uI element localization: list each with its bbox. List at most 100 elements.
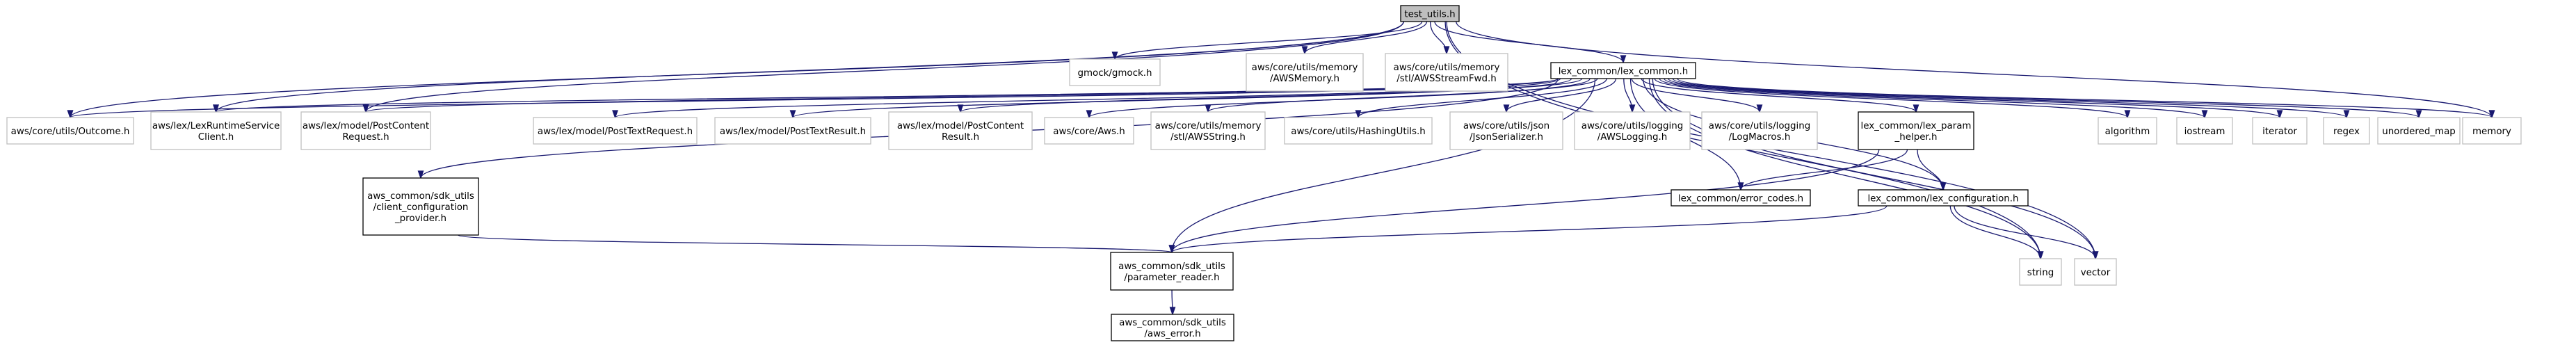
node-memory[interactable]: memory	[2462, 117, 2522, 145]
arrow-head	[1620, 55, 1627, 64]
arrow-head	[2092, 251, 2099, 260]
node-box	[1858, 111, 1974, 150]
arrow-head	[213, 104, 219, 113]
node-label: aws/lex/model/PostTextResult.h	[720, 127, 866, 137]
node-label: /client_configuration	[373, 202, 469, 213]
node-awsmemory[interactable]: aws/core/utils/memory/AWSMemory.h	[1246, 53, 1364, 92]
node-awslogging[interactable]: aws/core/utils/logging/AWSLogging.h	[1574, 111, 1691, 150]
nodes-layer: test_utils.h gmock/gmock.h aws/core/utils/…	[6, 5, 2522, 341]
node-label: Result.h	[942, 132, 979, 143]
arrow-head	[1169, 307, 1176, 316]
edge-lex-common-to-param-reader	[1171, 78, 1596, 253]
node-label: aws/core/utils/memory	[1155, 121, 1262, 131]
node-box	[2462, 117, 2522, 145]
node-lex-config[interactable]: lex_common/lex_configuration.h	[1858, 189, 2029, 207]
node-string[interactable]: string	[2019, 258, 2062, 286]
arrow-head	[2201, 110, 2208, 119]
node-label: lex_common/lex_param	[1861, 121, 1972, 131]
node-label: aws/lex/LexRuntimeService	[152, 121, 280, 131]
node-posttextreq[interactable]: aws/lex/model/PostTextRequest.h	[533, 117, 698, 145]
arrow-head	[1629, 104, 1636, 113]
node-outcome[interactable]: aws/core/utils/Outcome.h	[6, 117, 134, 145]
node-label: _helper.h	[1894, 132, 1938, 143]
node-box	[1069, 58, 1161, 86]
node-logmacros[interactable]: aws/core/utils/logging/LogMacros.h	[1701, 111, 1818, 150]
node-label: /AWSMemory.h	[1270, 74, 1339, 84]
arrow-head	[362, 104, 369, 113]
node-param-helper[interactable]: lex_common/lex_param_helper.h	[1858, 111, 1974, 150]
edge-test-utils-to-lexruntime	[215, 21, 1404, 113]
node-label: regex	[2333, 127, 2360, 137]
node-param-reader[interactable]: aws_common/sdk_utils/parameter_reader.h	[1110, 252, 1234, 291]
edge-lex-config-to-vector	[1954, 205, 2096, 259]
arrow-head	[1503, 104, 1510, 113]
node-unordered-map[interactable]: unordered_map	[2377, 117, 2461, 145]
node-client-config[interactable]: aws_common/sdk_utils/client_configuratio…	[362, 177, 479, 236]
node-streamfwd[interactable]: aws/core/utils/memory/stl/AWSStreamFwd.h	[1385, 53, 1508, 92]
edge-param-helper-to-param-reader	[1171, 149, 1880, 253]
node-box	[1111, 314, 1234, 341]
node-label: vector	[2081, 268, 2111, 278]
arrow-head	[1205, 104, 1211, 113]
node-regex[interactable]: regex	[2323, 117, 2370, 145]
node-awsh[interactable]: aws/core/Aws.h	[1044, 117, 1134, 145]
node-label: gmock/gmock.h	[1078, 68, 1152, 79]
edge-lex-common-to-iostream	[1659, 78, 2205, 118]
edge-param-helper-to-lex-config	[1917, 149, 1944, 191]
node-hashing[interactable]: aws/core/utils/HashingUtils.h	[1284, 117, 1433, 145]
node-posttextres[interactable]: aws/lex/model/PostTextResult.h	[714, 117, 871, 145]
node-box	[1550, 62, 1696, 79]
node-gmock[interactable]: gmock/gmock.h	[1069, 58, 1161, 86]
node-label: lex_common/error_codes.h	[1678, 194, 1803, 204]
arrow-head	[1168, 245, 1175, 254]
node-label: aws/lex/model/PostContent	[897, 121, 1024, 131]
arrow-head	[1913, 104, 1919, 113]
node-box	[2019, 258, 2062, 286]
arrow-head	[2037, 251, 2044, 260]
node-box	[2176, 117, 2233, 145]
node-iostream[interactable]: iostream	[2176, 117, 2233, 145]
node-aws-error[interactable]: aws_common/sdk_utils/aws_error.h	[1111, 314, 1234, 341]
node-box	[150, 111, 282, 150]
node-label: algorithm	[2105, 127, 2150, 137]
edge-lex-common-to-awsstring	[1207, 78, 1598, 113]
node-label: aws/core/utils/json	[1463, 121, 1549, 131]
arrow-head	[1301, 46, 1308, 55]
node-algorithm[interactable]: algorithm	[2098, 117, 2157, 145]
node-label: aws/lex/model/PostTextRequest.h	[538, 127, 693, 137]
node-label: /AWSLogging.h	[1597, 132, 1668, 143]
node-label: aws/core/utils/logging	[1709, 121, 1810, 131]
arrow-head	[612, 110, 618, 119]
node-test-utils[interactable]: test_utils.h	[1400, 5, 1460, 22]
node-error-codes[interactable]: lex_common/error_codes.h	[1671, 189, 1811, 207]
node-label: aws_common/sdk_utils	[1118, 261, 1225, 272]
edge-test-utils-to-memory	[1456, 21, 2493, 118]
node-box	[1858, 189, 2029, 207]
arrow-head	[957, 104, 964, 113]
node-label: /parameter_reader.h	[1124, 273, 1219, 283]
node-label: string	[2027, 268, 2054, 278]
node-label: test_utils.h	[1404, 10, 1455, 20]
arrow-head	[2124, 110, 2131, 119]
node-box	[1246, 53, 1364, 92]
node-box	[2252, 117, 2308, 145]
node-label: aws/core/utils/Outcome.h	[11, 127, 130, 137]
node-box	[1449, 111, 1563, 150]
node-awsstring[interactable]: aws/core/utils/memory/stl/AWSString.h	[1150, 111, 1266, 150]
edge-lex-common-to-memory	[1677, 78, 2493, 118]
edge-test-utils-to-gmock	[1114, 21, 1423, 60]
node-vector[interactable]: vector	[2074, 258, 2117, 286]
node-label: unordered_map	[2382, 127, 2456, 137]
arrow-head	[67, 110, 74, 119]
arrow-head	[1086, 110, 1093, 119]
arrow-head	[789, 110, 796, 119]
node-lex-common[interactable]: lex_common/lex_common.h	[1550, 62, 1696, 79]
node-label: lex_common/lex_configuration.h	[1867, 194, 2018, 204]
node-jsonser[interactable]: aws/core/utils/json/JsonSerializer.h	[1449, 111, 1563, 150]
node-label: /stl/AWSStreamFwd.h	[1396, 74, 1496, 84]
node-iterator[interactable]: iterator	[2252, 117, 2308, 145]
